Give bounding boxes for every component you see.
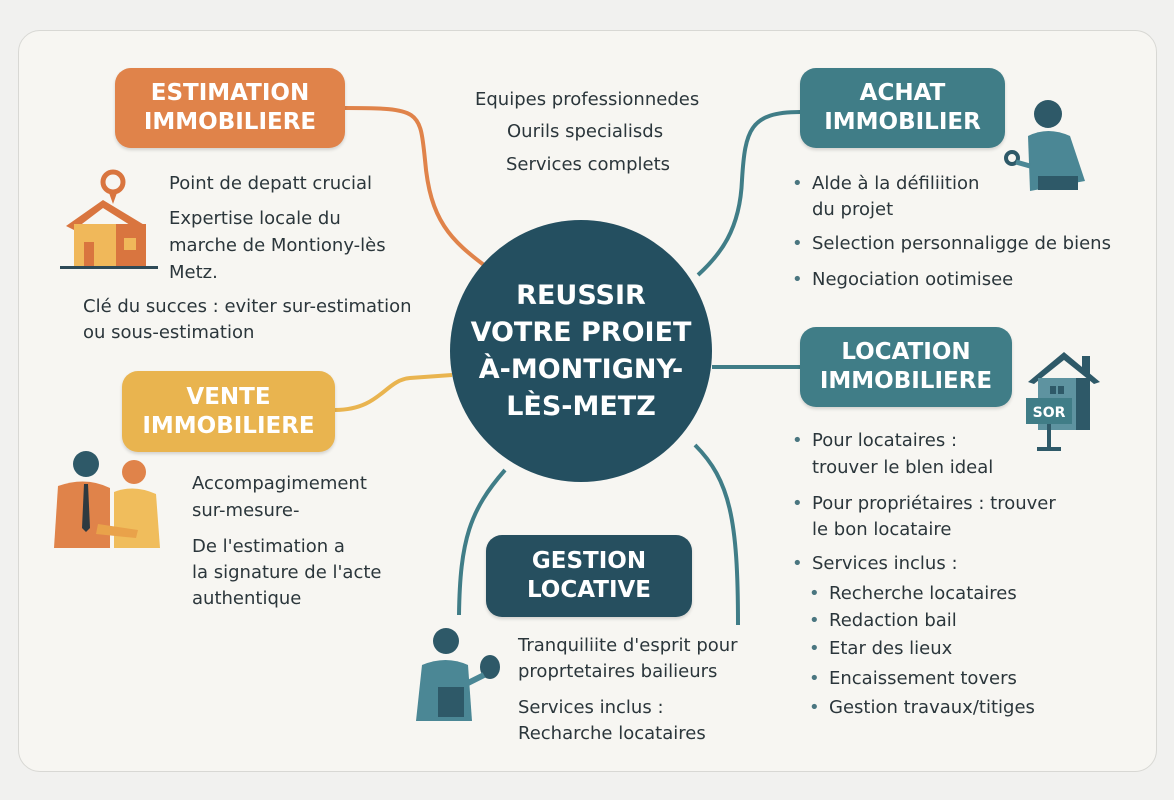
estimation-box: ESTIMATION IMMOBILIERE	[115, 68, 345, 148]
top-note: Ourils specialisds	[507, 121, 664, 142]
gestion-text: proprtetaires bailieurs	[518, 661, 718, 682]
location-box: LOCATION IMMOBILIERE	[800, 327, 1012, 407]
achat-title: IMMOBILIER	[824, 109, 981, 135]
location-sub-bullet: Etar des lieux	[809, 636, 952, 662]
vente-text: De l'estimation a	[192, 536, 345, 557]
vente-text: la signature de l'acte	[192, 562, 382, 583]
achat-bullet: Selection personnaligge de biens	[792, 231, 1111, 257]
location-sub-bullet: Encaissement tovers	[809, 666, 1017, 692]
estimation-title: ESTIMATION	[150, 80, 310, 106]
center-line: REUSSIR	[516, 280, 646, 311]
achat-bullet: Negociation ootimisee	[792, 267, 1013, 293]
vente-title: IMMOBILIERE	[142, 412, 315, 439]
connector-achat	[696, 110, 801, 277]
location-title: IMMOBILIERE	[819, 368, 993, 394]
center-line: VOTRE PROIET	[470, 317, 692, 348]
gestion-title: GESTION	[531, 548, 647, 574]
estimation-text: Expertise locale du	[169, 208, 341, 229]
center-line: À-MONTIGNY-	[478, 354, 684, 385]
estimation-text: Point de depatt crucial	[169, 173, 373, 194]
location-title: LOCATION	[841, 339, 971, 365]
gestion-text: Services inclus :	[518, 697, 664, 718]
top-note: Services complets	[506, 154, 671, 175]
estimation-title: IMMOBILIERE	[143, 109, 317, 135]
gestion-text: Recharche locataires	[518, 723, 706, 744]
landlord-person-icon	[416, 628, 500, 721]
person-with-keys-icon	[1004, 100, 1085, 191]
location-bullet: Pour locataires :	[792, 428, 957, 454]
location-sub-bullet: Gestion travaux/titiges	[809, 695, 1035, 721]
connector-gestion-right	[693, 443, 740, 626]
central-topic: REUSSIR VOTRE PROIET À-MONTIGNY- LÈS-MET…	[450, 220, 712, 482]
estimation-text: ou sous-estimation	[83, 322, 255, 343]
connector-vente	[334, 373, 453, 412]
top-note: Equipes professionnedes	[475, 89, 700, 110]
achat-title: ACHAT	[859, 80, 946, 106]
house-for-rent-icon: SOR	[1026, 352, 1100, 451]
vente-text: Accompagimement	[192, 473, 367, 494]
gestion-text: Tranquiliite d'esprit pour	[518, 635, 738, 656]
sign-text: SOR	[1033, 405, 1066, 421]
vente-text: sur-mesure-	[192, 500, 300, 521]
connector-gestion-left	[457, 468, 507, 616]
location-bullet: Pour propriétaires : trouver	[792, 491, 1056, 517]
estimation-text: Clé du succes : eviter sur-estimation	[83, 296, 412, 317]
achat-bullet: Alde à la défiliition	[792, 171, 979, 197]
gestion-title: LOCATIVE	[526, 577, 652, 603]
gestion-box: GESTION LOCATIVE	[486, 535, 692, 617]
vente-box: VENTE IMMOBILIERE	[122, 371, 335, 452]
vente-text: authentique	[192, 588, 302, 609]
house-pin-icon	[60, 169, 158, 269]
location-bullet: Services inclus :	[792, 551, 957, 577]
center-line: LÈS-METZ	[506, 391, 656, 422]
achat-text: du projet	[812, 199, 894, 220]
location-sub-bullet: Recherche locataires	[809, 581, 1017, 607]
location-sub-bullet: Redaction bail	[809, 608, 957, 634]
connector-estimation	[344, 106, 490, 270]
location-text: trouver le blen ideal	[812, 457, 994, 478]
vente-title: VENTE	[186, 383, 271, 410]
achat-box: ACHAT IMMOBILIER	[800, 68, 1005, 148]
handshake-people-icon	[54, 451, 160, 548]
estimation-text: Metz.	[169, 262, 218, 283]
estimation-text: marche de Montiony-lès	[169, 235, 386, 256]
location-text: le bon locataire	[812, 519, 952, 540]
